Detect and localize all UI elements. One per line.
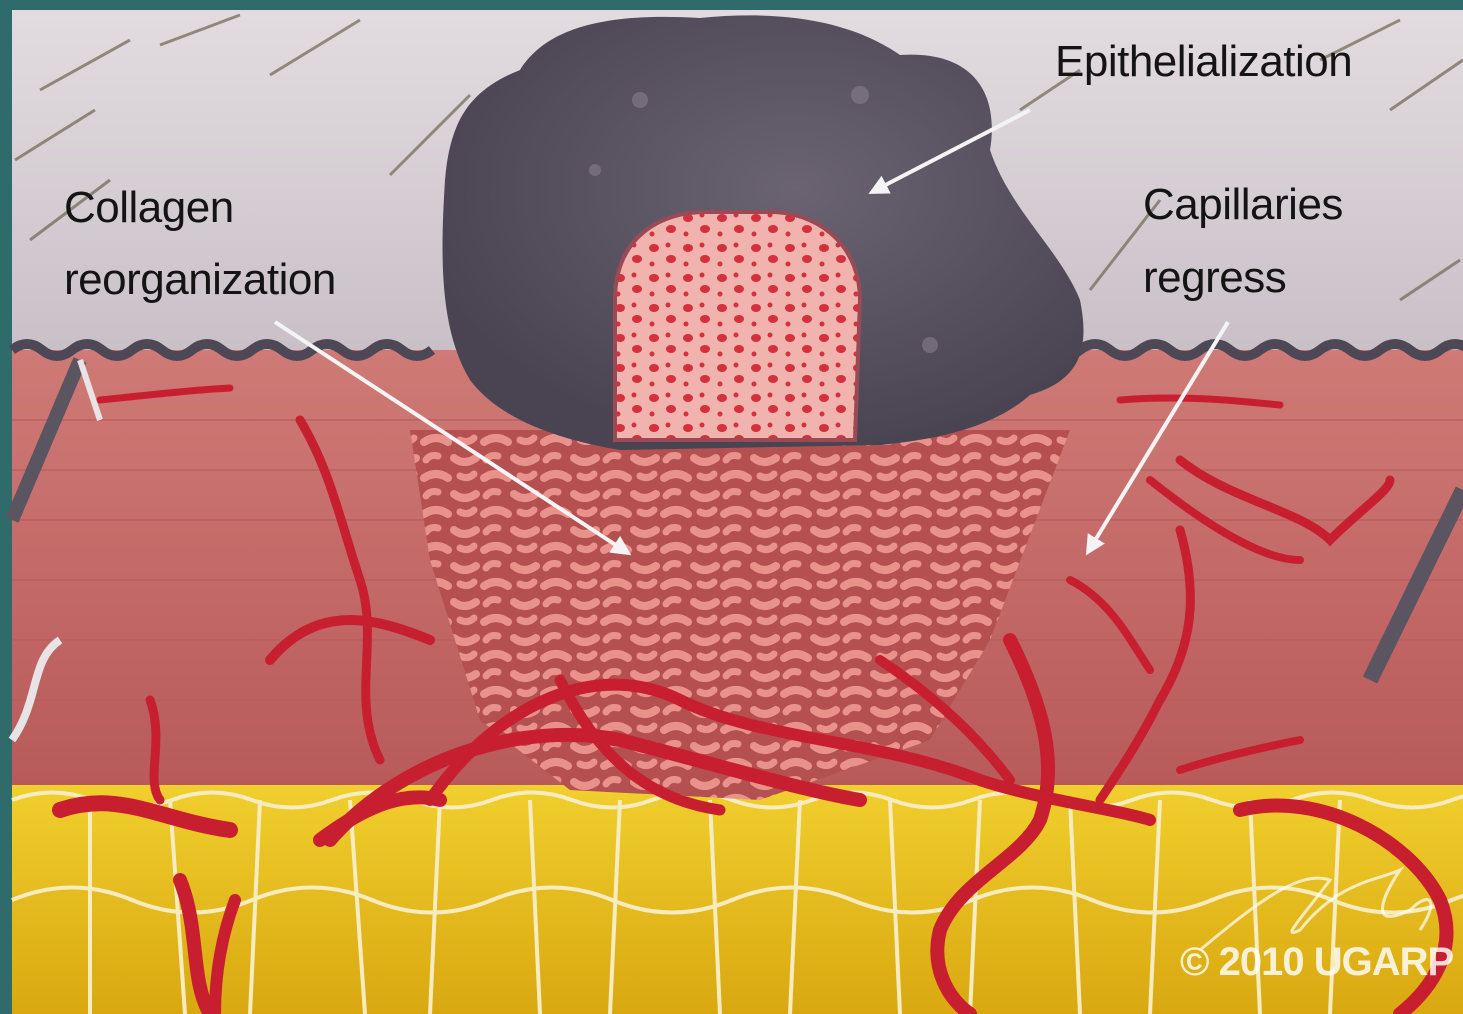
epithelialization-label: Epithelialization [1055, 27, 1352, 97]
collagen-label-line1: Collagen [64, 173, 234, 243]
collagen-label-line2: reorganization [64, 245, 336, 315]
copyright-credit: © 2010 UGARP [1180, 940, 1453, 985]
granulation-tissue [615, 212, 860, 440]
capillaries-label-line1: Capillaries [1143, 170, 1343, 240]
copyright-icon: © [1180, 940, 1208, 984]
copyright-text: 2010 UGARP [1219, 940, 1454, 984]
capillaries-label-line2: regress [1143, 243, 1286, 313]
